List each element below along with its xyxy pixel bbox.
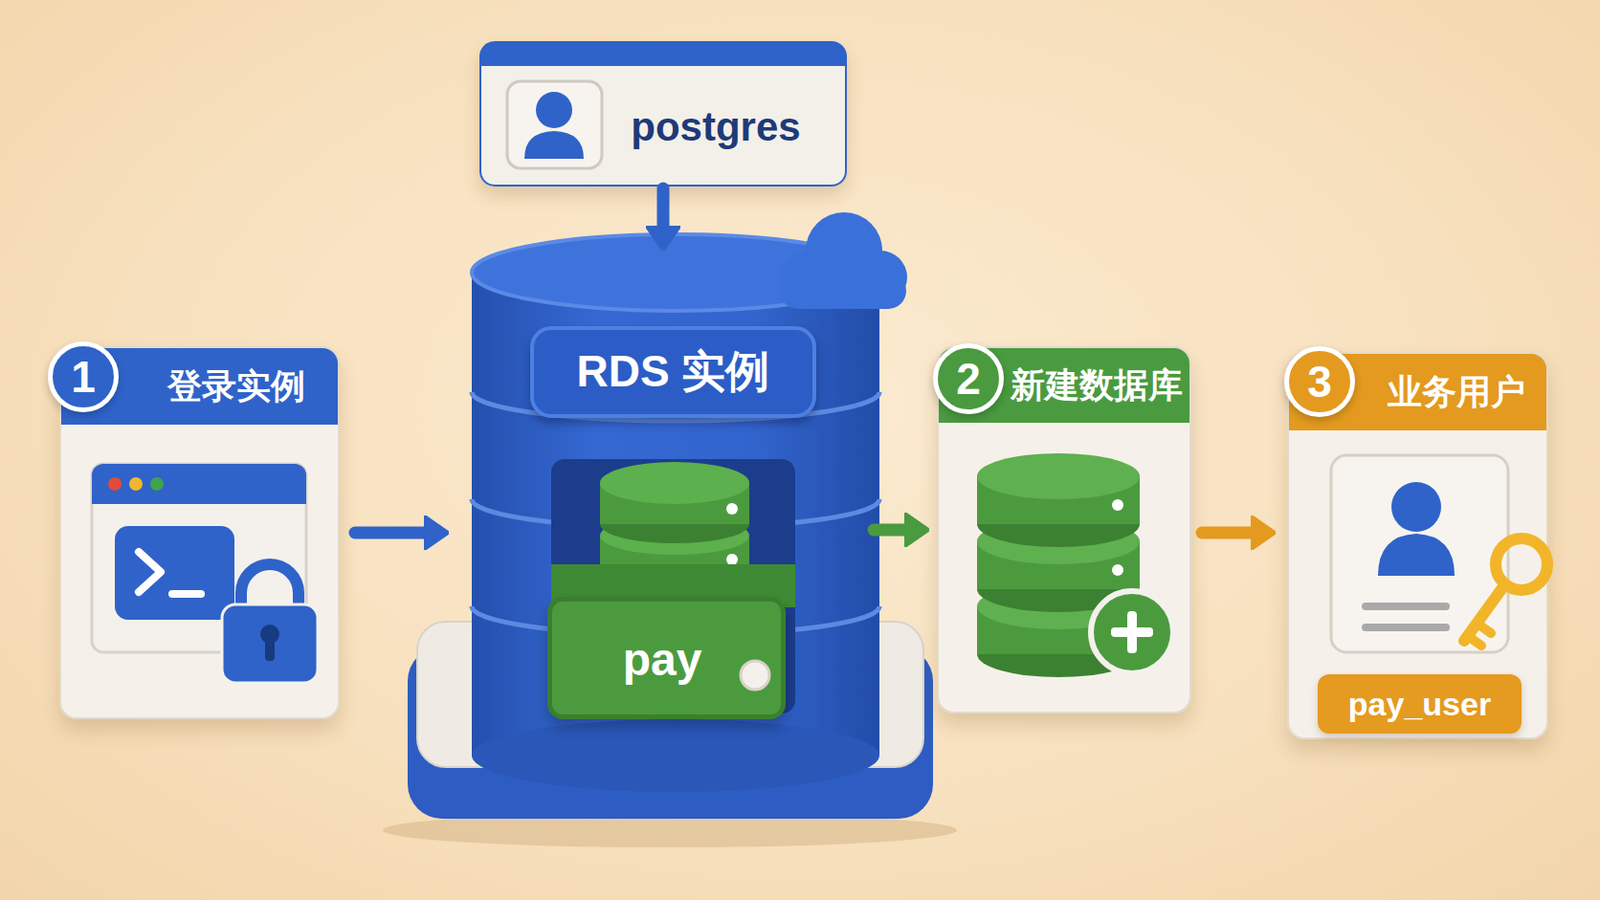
database-symbol — [1111, 499, 1124, 512]
step-number: 1 — [47, 341, 119, 413]
step-card: 2新建数据库 — [936, 346, 1192, 714]
database-symbol — [600, 462, 750, 594]
cloud-symbol — [779, 250, 838, 309]
flow-arrow — [355, 527, 424, 540]
step-title: 新建数据库 — [1005, 348, 1188, 423]
step-card: 1登录实例 — [59, 346, 340, 720]
database-symbol — [600, 555, 750, 594]
cylinder-body — [471, 234, 880, 793]
cloud-symbol — [779, 272, 907, 310]
drawer-knob — [740, 661, 770, 690]
lock-symbol — [241, 564, 299, 613]
step-title: 登录实例 — [137, 348, 334, 425]
terminal-window — [129, 477, 143, 491]
database-symbol — [977, 518, 1140, 565]
cloud-symbol — [805, 212, 883, 289]
plus-symbol — [1127, 611, 1137, 654]
database-symbol — [1111, 629, 1124, 642]
user-card-icon — [1361, 602, 1450, 611]
step-title: 业务用户 — [1367, 354, 1545, 431]
user-icon — [507, 81, 602, 169]
user-box: postgres — [479, 41, 847, 187]
database-symbol — [977, 501, 1140, 548]
terminal-window — [91, 488, 307, 505]
key-symbol — [1464, 538, 1548, 646]
database-symbol — [600, 462, 750, 505]
flow-arrow — [657, 188, 670, 226]
user-icon — [507, 81, 602, 169]
user-name: postgres — [596, 96, 836, 158]
database-symbol — [977, 453, 1140, 500]
database-symbol — [977, 476, 1140, 525]
flow-arrow — [1201, 527, 1251, 540]
database-symbol — [977, 453, 1140, 678]
plus-symbol — [1090, 591, 1174, 674]
lock-symbol — [222, 604, 318, 684]
platform-base — [382, 813, 957, 848]
lock-symbol — [265, 636, 275, 662]
cylinder-body — [471, 272, 880, 756]
database-symbol — [600, 516, 750, 556]
instance-label: RDS 实例 — [530, 326, 817, 419]
drawer-knob — [740, 661, 770, 690]
lock-symbol — [260, 624, 280, 645]
user-card-icon — [1377, 533, 1455, 577]
database-symbol — [977, 583, 1140, 630]
user-card-icon — [1361, 623, 1450, 632]
database-symbol — [600, 483, 750, 525]
terminal-window — [138, 552, 161, 593]
database-name: pay — [580, 611, 744, 708]
plus-symbol — [1090, 591, 1174, 674]
database-symbol — [726, 503, 738, 515]
cylinder-body — [471, 234, 880, 312]
key-symbol — [1495, 538, 1548, 591]
user-icon — [524, 131, 584, 159]
user-card-icon — [1331, 455, 1509, 653]
user-card-icon — [1331, 455, 1509, 653]
flow-arrow — [873, 524, 905, 537]
terminal-window — [172, 590, 201, 599]
key-symbol — [1477, 623, 1491, 634]
terminal-window — [150, 477, 164, 491]
user-name: pay_user — [1317, 674, 1522, 734]
cylinder-body — [471, 499, 880, 529]
terminal-window — [114, 526, 235, 621]
plus-symbol — [1111, 627, 1154, 638]
cloud-symbol — [853, 250, 908, 305]
database-symbol — [600, 535, 750, 575]
rds-instance: RDS 实例 pay — [471, 239, 880, 776]
database-symbol — [1111, 564, 1124, 577]
step-card: 3业务用户pay_user — [1287, 352, 1549, 740]
step-number: 2 — [933, 343, 1004, 415]
database-symbol — [600, 505, 750, 544]
database-symbol — [977, 606, 1140, 655]
terminal-window — [91, 464, 307, 505]
terminal-window — [91, 464, 307, 653]
cloud-symbol — [779, 212, 908, 310]
terminal-window — [108, 477, 122, 491]
key-symbol — [1464, 585, 1505, 642]
database-drawer: pay — [547, 597, 786, 720]
database-symbol — [977, 541, 1140, 590]
user-tag: pay_user — [1317, 674, 1522, 734]
user-card-icon — [1391, 482, 1442, 533]
database-symbol — [977, 631, 1140, 678]
step-number: 3 — [1284, 346, 1356, 418]
terminal-window — [91, 464, 307, 653]
lock-symbol — [222, 564, 318, 684]
database-symbol — [726, 554, 738, 566]
cylinder-body — [471, 719, 880, 793]
key-symbol — [1467, 636, 1482, 646]
user-icon — [535, 91, 573, 129]
database-symbol — [977, 566, 1140, 613]
